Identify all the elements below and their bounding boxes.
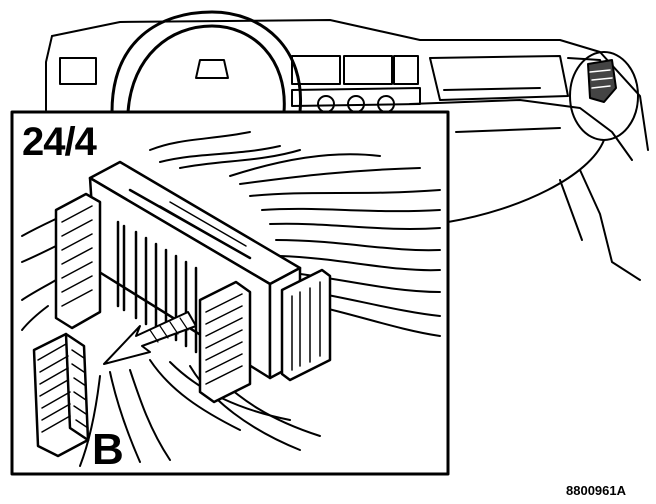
fuse-box-connector-block [54,160,332,404]
fusebox-location-detail [447,51,639,223]
inset-label: 24/4 [22,120,97,164]
dashboard-outline [45,19,649,281]
removal-arrow [103,311,197,365]
part-label-b: B [92,425,124,474]
wiring-harness-wires [21,131,441,467]
figure-code: 8800961A [566,483,626,498]
steering-wheel [110,10,303,114]
detached-plug-b [32,332,90,458]
